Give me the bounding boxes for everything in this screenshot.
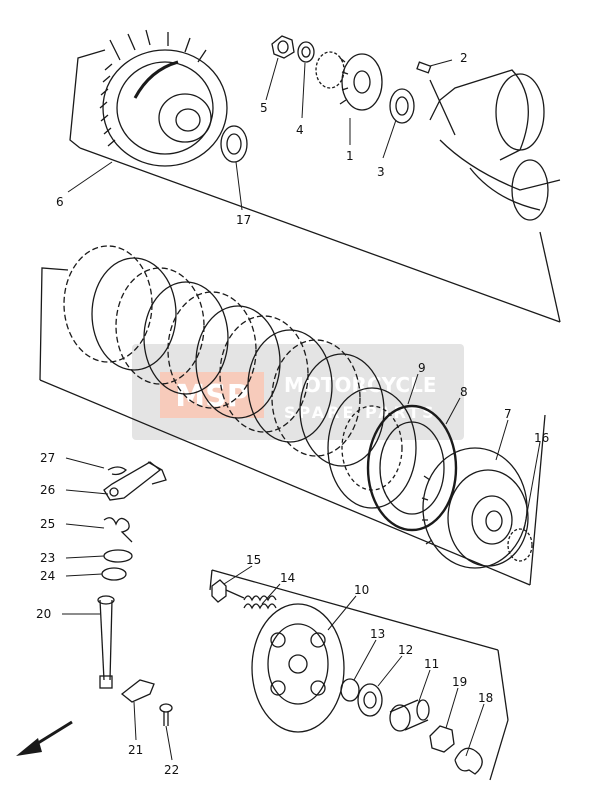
label-16: 16: [534, 431, 549, 445]
label-22: 22: [164, 763, 179, 777]
label-25: 25: [40, 517, 55, 531]
lever-bracket: [120, 679, 155, 703]
friction-plate: [327, 387, 417, 509]
label-1: 1: [346, 149, 354, 163]
leader-lines: [62, 57, 541, 761]
bearing: [357, 683, 383, 717]
clutch-plates-stack: [63, 245, 385, 467]
push-rod: [389, 699, 430, 732]
part-labels: 1 2 3 4 5 6 17 9 8 7 16 27 26 25 23 24 2…: [36, 51, 549, 777]
label-13: 13: [370, 627, 385, 641]
crankshaft: [429, 69, 561, 221]
label-14: 14: [280, 571, 295, 585]
label-3: 3: [377, 165, 385, 179]
clutch-plate: [366, 404, 458, 532]
push-washer: [340, 678, 360, 702]
thrust-washer: [220, 125, 248, 163]
label-10: 10: [354, 583, 369, 597]
label-5: 5: [260, 101, 268, 115]
watermark-logo-box: [160, 372, 264, 418]
pressure-plate: [251, 603, 345, 733]
label-24: 24: [40, 569, 55, 583]
label-4: 4: [296, 123, 304, 137]
label-15: 15: [246, 553, 261, 567]
label-11: 11: [424, 657, 439, 671]
label-20: 20: [36, 607, 51, 621]
woodruff-key: [416, 61, 432, 74]
label-17: 17: [236, 213, 251, 227]
nut: [271, 35, 295, 59]
spacer-washer: [389, 88, 415, 124]
lock-washer: [297, 41, 315, 63]
label-21: 21: [128, 743, 143, 757]
push-lever: [103, 461, 167, 501]
clutch-boss: [421, 447, 529, 569]
lock-nut: [429, 725, 455, 753]
label-6: 6: [56, 195, 64, 209]
label-23: 23: [40, 551, 55, 565]
label-12: 12: [398, 643, 413, 657]
return-spring: [103, 517, 133, 543]
clutch-housing: [99, 29, 228, 167]
label-8: 8: [460, 385, 468, 399]
circlip: [507, 528, 533, 562]
label-26: 26: [40, 483, 55, 497]
label-9: 9: [418, 361, 426, 375]
bracket-screw: [159, 703, 173, 726]
primary-drive-gear: [315, 51, 383, 111]
label-19: 19: [452, 675, 467, 689]
clutch-spring-screw: [211, 579, 245, 603]
push-lever-shaft: [97, 595, 115, 689]
label-27: 27: [40, 451, 55, 465]
plate-assembly-frame: [39, 267, 546, 586]
lever-clip: [107, 466, 127, 476]
pressure-assembly-frame: [209, 569, 509, 781]
watermark-logo: MSP: [175, 379, 248, 414]
label-18: 18: [478, 691, 493, 705]
label-2: 2: [460, 51, 468, 65]
top-assembly-frame: [69, 49, 561, 323]
clutch-spring: [243, 595, 277, 610]
watermark: MSP MOTORCYCLE SPARE PARTS: [132, 344, 464, 440]
label-7: 7: [504, 407, 512, 421]
arrow-icon: [16, 720, 73, 756]
tab-washer: [454, 747, 483, 775]
